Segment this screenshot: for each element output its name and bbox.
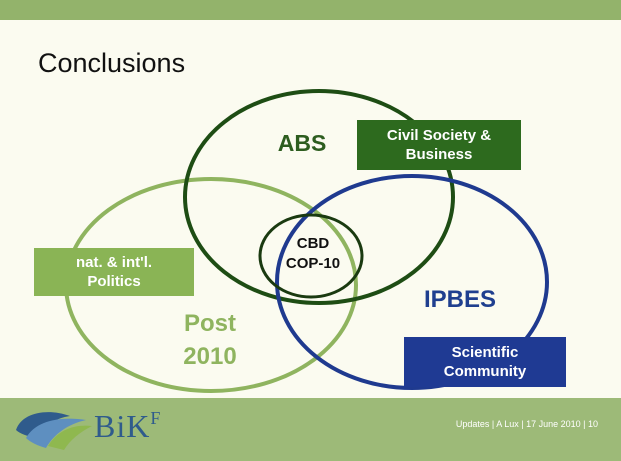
civil-society-line2: Business [405, 146, 473, 163]
post2010-label: Post 2010 [170, 307, 250, 373]
science-line1: Scientific [451, 344, 519, 361]
science-box: Scientific Community [404, 337, 566, 387]
science-line2: Community [443, 363, 527, 380]
post2010-line1: Post [183, 310, 236, 337]
logo-superscript: F [150, 408, 162, 428]
abs-label: ABS [277, 130, 327, 156]
logo-text: BiKF [94, 408, 161, 445]
logo-name: BiK [94, 408, 151, 444]
ipbes-label: IPBES [423, 286, 497, 313]
cbd-line1: CBD [296, 235, 330, 252]
slide-title: Conclusions [38, 48, 186, 78]
center-circle [258, 213, 364, 299]
abs-circle [183, 89, 455, 305]
bikf-logo-icon [16, 412, 92, 450]
top-bar [0, 0, 621, 20]
civil-society-box: Civil Society & Business [357, 120, 521, 170]
post2010-line2: 2010 [183, 343, 237, 370]
cbd-cop10-label: CBD COP-10 [268, 234, 358, 274]
ipbes-circle [275, 174, 549, 390]
politics-line2: Politics [87, 273, 141, 290]
politics-box: nat. & int'l. Politics [34, 248, 194, 296]
cbd-line2: COP-10 [285, 255, 341, 272]
footer-bar [0, 398, 621, 461]
politics-line1: nat. & int'l. [75, 254, 153, 271]
civil-society-line1: Civil Society & [386, 127, 492, 144]
footer-info: Updates | A Lux | 17 June 2010 | 10 [455, 419, 598, 429]
